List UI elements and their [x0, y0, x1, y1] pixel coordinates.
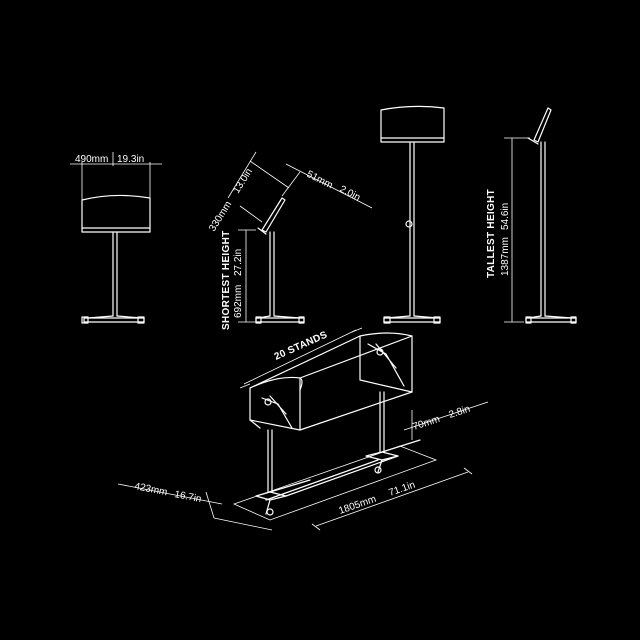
short-tray-mm: 330mm	[207, 199, 234, 233]
iso-length-dimension: 1805mm 71.1in	[232, 445, 473, 531]
tall-height-in: 54.6in	[500, 203, 511, 230]
iso-stands-label: 20 STANDS	[273, 330, 330, 363]
short-height-mm: 692mm	[233, 285, 244, 318]
tall-height-dimension: TALLEST HEIGHT 1387mm 54.6in	[486, 137, 530, 323]
iso-depth-dimension: 423mm 16.7in	[117, 481, 273, 531]
iso-length-mm: 1805mm	[337, 494, 377, 517]
iso-spacing-mm: 70mm	[412, 414, 442, 433]
short-tray-dimension: 330mm 13.0in	[207, 151, 290, 234]
iso-spacing-in: 2.8in	[448, 404, 472, 421]
short-depth-dimension: 51mm 2.0in	[281, 163, 373, 209]
front-view-stand	[81, 194, 151, 324]
short-height-dimension: SHORTEST HEIGHT 692mm 27.2in	[221, 229, 256, 330]
front-width-dimension: 490mm 19.3in	[70, 152, 162, 200]
short-depth-mm: 51mm	[305, 169, 335, 191]
front-width-in: 19.3in	[117, 154, 144, 165]
iso-spacing-dimension: 70mm 2.8in	[403, 401, 489, 440]
short-view-stand	[255, 197, 305, 324]
iso-length-in: 71.1in	[387, 480, 416, 499]
iso-depth-in: 16.7in	[173, 489, 202, 505]
tall-front-stand	[380, 105, 445, 324]
short-depth-in: 2.0in	[338, 184, 362, 204]
tall-side-stand	[525, 107, 577, 324]
short-height-label: SHORTEST HEIGHT	[221, 230, 232, 330]
short-height-in: 27.2in	[233, 249, 244, 276]
tall-height-label: TALLEST HEIGHT	[486, 189, 497, 278]
front-width-mm: 490mm	[75, 154, 108, 165]
tall-height-mm: 1387mm	[500, 237, 511, 276]
iso-depth-mm: 423mm	[133, 481, 168, 498]
short-tray-in: 13.0in	[231, 167, 255, 196]
